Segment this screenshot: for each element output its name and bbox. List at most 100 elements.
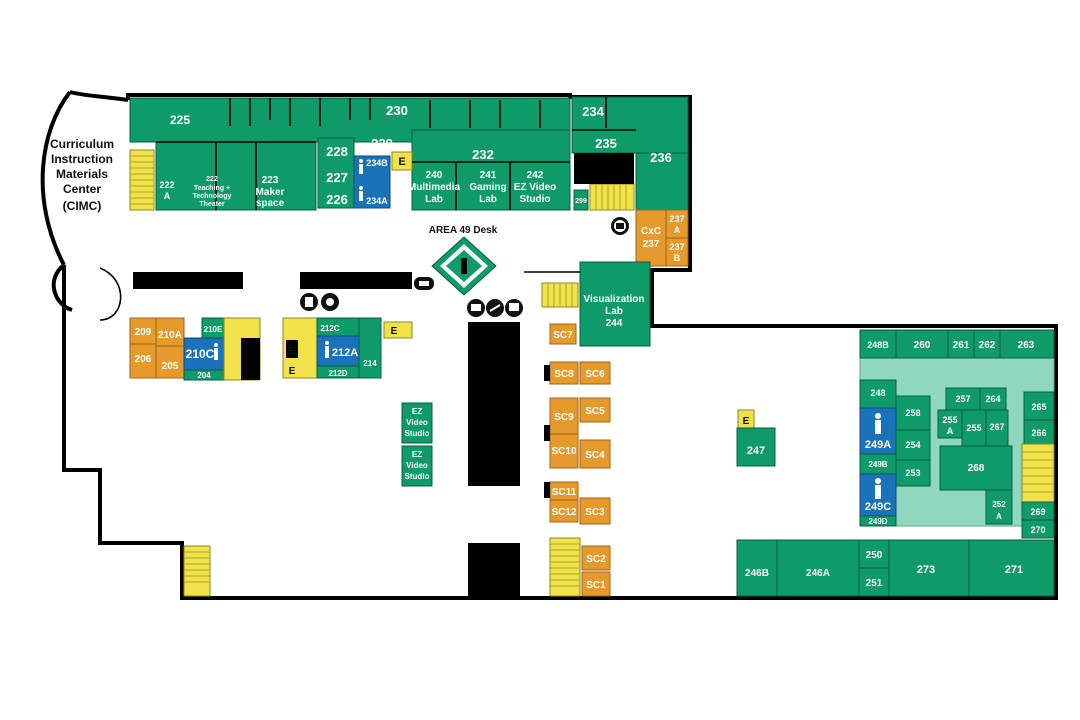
room-237B[interactable] [665, 237, 689, 267]
area49-desk[interactable]: AREA 49 Desk [429, 225, 498, 296]
room-240-242-block[interactable] [411, 129, 571, 211]
room-246A[interactable] [776, 539, 860, 597]
label-241-name2: Lab [479, 194, 497, 205]
ez-studio-2[interactable] [401, 445, 433, 487]
room-248B[interactable] [859, 329, 897, 359]
label-242-num: 242 [527, 170, 544, 181]
label-ez1-2: Video [406, 418, 428, 427]
room-214[interactable] [358, 317, 382, 379]
room-226-228-block[interactable] [317, 137, 355, 209]
room-247[interactable] [736, 427, 776, 467]
ez-video-studios: EZ Video Studio EZ Video Studio [401, 402, 433, 487]
label-210A: 210A [158, 330, 182, 341]
label-230: 230 [386, 103, 408, 118]
label-225: 225 [170, 113, 190, 127]
room-205[interactable] [155, 345, 185, 379]
label-232: 232 [472, 147, 494, 162]
room-265[interactable] [1023, 391, 1055, 421]
room-258[interactable] [895, 395, 931, 431]
room-206[interactable] [129, 343, 157, 379]
room-299[interactable] [573, 189, 589, 211]
room-255[interactable] [961, 409, 987, 447]
room-260[interactable] [895, 329, 949, 359]
elevator-center[interactable] [383, 321, 413, 339]
label-204: 204 [197, 371, 211, 380]
room-209[interactable] [129, 317, 157, 345]
room-248[interactable] [859, 379, 897, 409]
label-214: 214 [363, 359, 377, 368]
room-246B[interactable] [736, 539, 778, 597]
sc5[interactable] [579, 397, 611, 423]
label-sc8: SC8 [554, 369, 574, 380]
label-252A-letter: A [996, 512, 1002, 521]
scanner-icon[interactable] [414, 277, 434, 290]
east-stairs[interactable] [1021, 443, 1055, 503]
sc12[interactable] [549, 499, 579, 523]
southwest-stairs[interactable] [183, 545, 211, 597]
sc10[interactable] [549, 433, 579, 469]
stacks-central [468, 322, 520, 486]
room-234-236-block[interactable] [571, 96, 689, 154]
label-222-line3: Theater [199, 201, 225, 208]
label-viz-3: 244 [606, 318, 623, 329]
sc2[interactable] [581, 545, 611, 571]
label-242-name2: Studio [519, 194, 550, 205]
center-cluster: E E E 212C 212A 212D 214 [282, 293, 413, 379]
label-ez2-3: Studio [405, 472, 430, 481]
room-249D[interactable] [859, 515, 897, 527]
label-206: 206 [135, 354, 152, 365]
label-240-name1: Multimedia [408, 182, 461, 193]
label-260: 260 [914, 340, 931, 351]
room-236-lower[interactable] [635, 152, 689, 211]
room-273[interactable] [888, 539, 970, 597]
label-ez1-1: EZ [412, 407, 422, 416]
restroom-icon [325, 341, 329, 358]
label-223-num: 223 [262, 175, 279, 186]
room-244[interactable] [579, 261, 651, 347]
room-254[interactable] [895, 429, 931, 461]
room-271[interactable] [968, 539, 1055, 597]
room-263[interactable] [999, 329, 1055, 359]
label-sc6: SC6 [585, 369, 605, 380]
label-227: 227 [326, 170, 348, 185]
label-250: 250 [866, 550, 883, 561]
north-stairs[interactable] [589, 183, 635, 211]
sc1[interactable] [581, 571, 611, 597]
sc3[interactable] [579, 497, 611, 525]
label-212D: 212D [328, 369, 347, 378]
label-268: 268 [968, 463, 985, 474]
printer-icon[interactable] [611, 217, 629, 235]
room-268[interactable] [939, 445, 1013, 491]
room-251[interactable] [858, 567, 890, 597]
room-cxc-237[interactable] [635, 209, 667, 267]
label-266: 266 [1031, 428, 1046, 438]
label-249A: 249A [865, 439, 891, 451]
phone-icon[interactable] [300, 293, 339, 311]
room-252A[interactable] [985, 489, 1013, 525]
cimc-line-3: Materials [56, 167, 108, 181]
label-241-num: 241 [480, 170, 497, 181]
room-222-block[interactable] [155, 141, 317, 211]
cimc-line-5: (CIMC) [63, 199, 102, 213]
room-262[interactable] [973, 329, 1001, 359]
label-262: 262 [979, 340, 996, 351]
room-253[interactable] [895, 459, 931, 487]
computer-icon[interactable] [467, 299, 523, 317]
restroom-icon [214, 343, 218, 360]
south-stairs[interactable] [549, 537, 581, 597]
label-247: 247 [747, 445, 765, 457]
label-234A: 234A [366, 196, 388, 206]
east-wing: 248B 260 261 262 263 248 257 264 258 255… [736, 329, 1055, 597]
sc6[interactable] [579, 361, 611, 385]
room-270[interactable] [1021, 519, 1055, 539]
sc7[interactable] [549, 323, 577, 345]
elevator-north[interactable] [391, 151, 413, 171]
label-sc10: SC10 [551, 446, 576, 457]
label-sc4: SC4 [585, 450, 605, 461]
label-viz-1: Visualization [584, 294, 645, 305]
north-shaft [574, 153, 634, 184]
room-261[interactable] [947, 329, 975, 359]
sc4[interactable] [579, 439, 611, 469]
ez-studio-1[interactable] [401, 402, 433, 444]
